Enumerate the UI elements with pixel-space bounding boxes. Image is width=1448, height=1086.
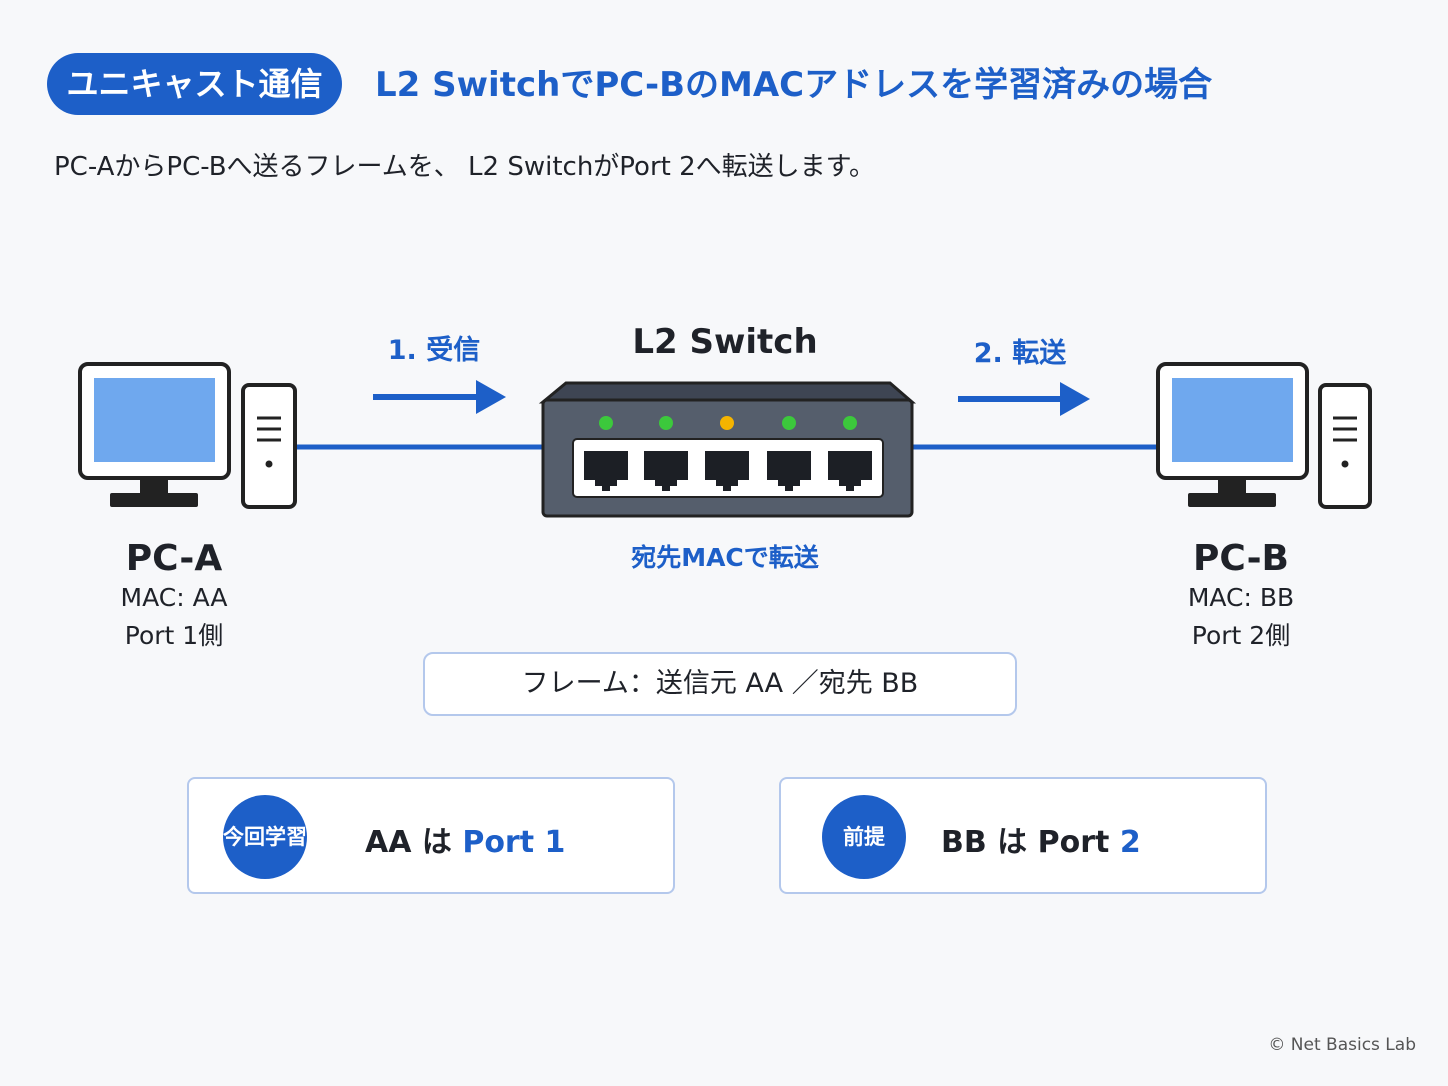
switch-led-2 <box>659 416 673 430</box>
pc-a-port: Port 1側 <box>124 621 224 650</box>
switch-led-group <box>599 416 857 430</box>
copyright: © Net Basics Lab <box>1268 1035 1416 1055</box>
step-receive-label: 1. 受信 <box>387 335 481 366</box>
pc-a-icon <box>78 362 297 509</box>
switch-led-1 <box>599 416 613 430</box>
l2-switch-icon <box>538 381 917 518</box>
pc-a-name: PC-A <box>125 538 223 579</box>
switch-port-4 <box>767 451 811 491</box>
pc-b-icon <box>1156 362 1372 509</box>
pc-b-name: PC-B <box>1192 538 1289 579</box>
page-subtitle: PC-AからPC-Bへ送るフレームを、 L2 SwitchがPort 2へ転送し… <box>54 152 876 182</box>
switch-led-4 <box>782 416 796 430</box>
switch-port-2 <box>644 451 688 491</box>
learned-port: Port 1 <box>462 825 566 860</box>
arrow-forward-icon <box>958 382 1090 416</box>
premise-badge: 前提 <box>822 795 906 879</box>
learned-badge: 今回学習 <box>223 795 307 879</box>
learned-card: 今回学習 AA は Port 1 <box>187 777 675 894</box>
premise-text: BB は Port 2 <box>941 817 1141 861</box>
pc-a-info: PC-A MAC: AA Port 1側 <box>121 538 228 655</box>
unicast-badge: ユニキャスト通信 <box>47 53 342 115</box>
switch-port-5 <box>828 451 872 491</box>
arrow-receive-icon <box>373 380 506 414</box>
premise-mac: BB は Port <box>941 825 1120 860</box>
premise-port: 2 <box>1119 825 1141 860</box>
pc-b-port: Port 2側 <box>1191 621 1291 650</box>
switch-port-group <box>584 451 872 491</box>
pc-a-mac: MAC: AA <box>120 583 228 612</box>
page-title: L2 SwitchでPC-BのMACアドレスを学習済みの場合 <box>375 65 1213 105</box>
switch-led-5 <box>843 416 857 430</box>
switch-port-3 <box>705 451 749 491</box>
frame-box: フレーム：送信元 AA ／宛先 BB <box>423 652 1017 716</box>
switch-label: L2 Switch <box>632 322 818 362</box>
frame-text: フレーム：送信元 AA ／宛先 BB <box>521 668 919 699</box>
pc-b-mac: MAC: BB <box>1187 583 1295 612</box>
step-forward-label: 2. 転送 <box>973 338 1067 369</box>
switch-caption: 宛先MACで転送 <box>631 543 819 572</box>
learned-text: AA は Port 1 <box>365 817 565 861</box>
pc-b-info: PC-B MAC: BB Port 2側 <box>1188 538 1294 655</box>
switch-led-3 <box>720 416 734 430</box>
switch-port-1 <box>584 451 628 491</box>
premise-card: 前提 BB は Port 2 <box>779 777 1267 894</box>
learned-mac: AA は <box>365 825 463 860</box>
